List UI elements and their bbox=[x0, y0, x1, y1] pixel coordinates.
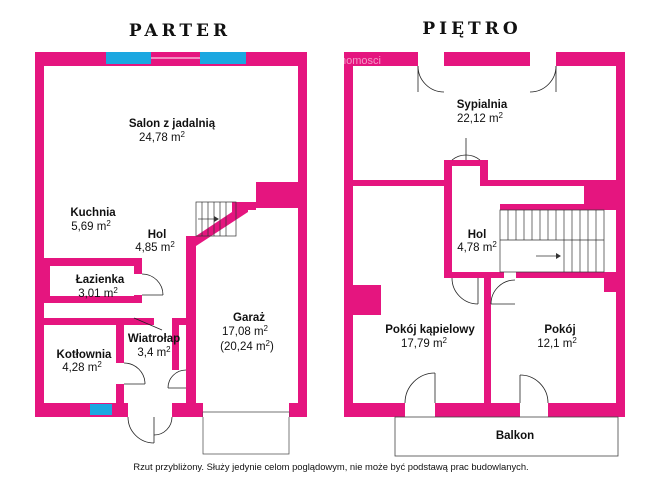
wall bbox=[480, 180, 584, 186]
wall bbox=[344, 52, 625, 66]
room-label-hol: Hol 4,85 m2 bbox=[135, 229, 175, 254]
wall bbox=[516, 272, 616, 278]
wall bbox=[186, 236, 194, 268]
svg-text:24,78 m2: 24,78 m2 bbox=[139, 130, 186, 144]
wall bbox=[44, 258, 142, 266]
ground-floor-plan bbox=[35, 52, 307, 455]
room-label-kotlownia: Kotłownia 4,28 m2 bbox=[57, 349, 113, 374]
room-label-balkon: Balkon bbox=[496, 430, 534, 442]
svg-text:17,08 m2: 17,08 m2 bbox=[222, 324, 269, 338]
door bbox=[127, 416, 173, 444]
door bbox=[490, 279, 516, 305]
first-floor-title: PIĘTRO bbox=[422, 19, 521, 39]
svg-text:(20,24 m2): (20,24 m2) bbox=[220, 339, 274, 353]
window bbox=[200, 52, 246, 64]
door bbox=[451, 138, 481, 161]
door bbox=[417, 65, 557, 93]
svg-text:5,69 m2: 5,69 m2 bbox=[71, 219, 111, 233]
wall bbox=[44, 296, 142, 303]
wall bbox=[444, 160, 452, 278]
ground-floor-title: PARTER bbox=[129, 21, 231, 41]
garage-door bbox=[202, 411, 290, 455]
balcony bbox=[394, 416, 619, 457]
room-label-sypialnia: Sypialnia 22,12 m2 bbox=[457, 99, 508, 125]
svg-text:22,12 m2: 22,12 m2 bbox=[457, 111, 504, 125]
door bbox=[404, 372, 549, 417]
svg-text:Garaż: Garaż bbox=[233, 312, 265, 324]
wall bbox=[35, 52, 307, 66]
wall bbox=[584, 180, 616, 206]
garage-gap bbox=[203, 403, 289, 417]
svg-text:Pokój: Pokój bbox=[544, 324, 575, 336]
svg-text:Salon z jadalnią: Salon z jadalnią bbox=[129, 118, 216, 130]
disclaimer-note: Rzut przybliżony. Służy jedynie celom po… bbox=[133, 461, 528, 472]
room-label-wiatrolap: Wiatrołap 3,4 m2 bbox=[128, 333, 180, 359]
wall bbox=[232, 202, 256, 210]
svg-text:Hol: Hol bbox=[468, 229, 487, 241]
watermark: nieruchomosci bbox=[310, 55, 381, 67]
wall bbox=[116, 318, 124, 363]
wall bbox=[444, 160, 480, 166]
wall bbox=[616, 52, 625, 417]
svg-text:4,78 m2: 4,78 m2 bbox=[457, 240, 497, 254]
wall bbox=[353, 285, 381, 315]
stairs bbox=[499, 209, 605, 273]
svg-text:3,01 m2: 3,01 m2 bbox=[78, 286, 118, 300]
room-label-garaz: Garaż 17,08 m2 (20,24 m2) bbox=[220, 312, 274, 353]
wall bbox=[604, 272, 616, 292]
wall bbox=[186, 208, 248, 417]
first-floor-plan bbox=[344, 52, 625, 457]
wall bbox=[484, 272, 491, 403]
room-label-pokoj-kapielowy: Pokój kąpielowy 17,79 m2 bbox=[385, 324, 475, 350]
room-label-hol-upper: Hol 4,78 m2 bbox=[457, 229, 497, 254]
room-label-salon: Salon z jadalnią 24,78 m2 bbox=[129, 118, 216, 144]
wall bbox=[44, 318, 154, 325]
wall bbox=[444, 272, 504, 278]
svg-text:17,79 m2: 17,79 m2 bbox=[401, 336, 448, 350]
wall bbox=[353, 180, 445, 186]
svg-text:12,1 m2: 12,1 m2 bbox=[537, 336, 577, 350]
svg-text:Sypialnia: Sypialnia bbox=[457, 99, 508, 111]
svg-text:4,85 m2: 4,85 m2 bbox=[135, 240, 175, 254]
room-label-pokoj: Pokój 12,1 m2 bbox=[537, 324, 577, 350]
stairs bbox=[195, 201, 237, 237]
entrance-gap bbox=[128, 403, 172, 417]
window bbox=[90, 404, 112, 415]
wall bbox=[35, 52, 44, 417]
svg-text:3,4 m2: 3,4 m2 bbox=[137, 345, 171, 359]
window bbox=[106, 52, 151, 64]
svg-text:Wiatrołap: Wiatrołap bbox=[128, 333, 180, 345]
wall bbox=[134, 258, 142, 274]
svg-text:Hol: Hol bbox=[148, 229, 167, 241]
door bbox=[123, 362, 146, 385]
wall bbox=[116, 384, 124, 414]
door bbox=[451, 277, 479, 305]
door bbox=[133, 317, 163, 331]
wall bbox=[480, 160, 488, 186]
wall bbox=[500, 204, 616, 210]
svg-text:Łazienka: Łazienka bbox=[76, 274, 125, 286]
wall bbox=[298, 52, 307, 417]
svg-text:Kuchnia: Kuchnia bbox=[70, 207, 116, 219]
wall bbox=[256, 182, 306, 208]
room-label-kuchnia: Kuchnia 5,69 m2 bbox=[70, 207, 116, 233]
wall bbox=[344, 403, 625, 417]
svg-text:Kotłownia: Kotłownia bbox=[57, 349, 113, 361]
door bbox=[167, 369, 187, 389]
wall bbox=[172, 318, 179, 370]
svg-text:4,28 m2: 4,28 m2 bbox=[62, 360, 102, 374]
room-label-lazienka: Łazienka 3,01 m2 bbox=[76, 274, 125, 300]
wall bbox=[44, 266, 50, 296]
svg-text:Pokój kąpielowy: Pokój kąpielowy bbox=[385, 324, 475, 336]
door bbox=[141, 273, 164, 296]
wall bbox=[344, 52, 353, 417]
